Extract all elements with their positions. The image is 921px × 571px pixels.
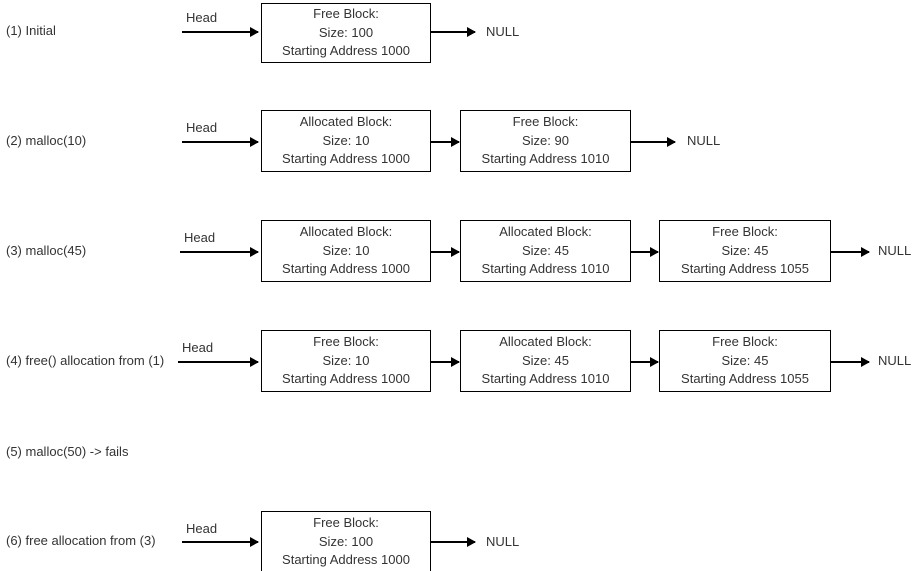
- block-size: Size: 90: [522, 132, 569, 148]
- block-type: Free Block:: [313, 515, 379, 531]
- null-arrow-row-2: [631, 141, 675, 143]
- link-arrow-row-4-2: [631, 361, 658, 363]
- block-size: Size: 45: [522, 242, 569, 258]
- block-address: Starting Address 1010: [481, 371, 610, 387]
- block-address: Starting Address 1000: [282, 261, 410, 277]
- head-arrow-row-1: [182, 31, 258, 33]
- block-type: Allocated Block:: [499, 334, 592, 350]
- block-type: Free Block:: [512, 114, 579, 130]
- null-label-row-6: NULL: [486, 534, 520, 549]
- null-arrow-row-1: [431, 31, 475, 33]
- null-label-row-3: NULL: [878, 243, 912, 258]
- block-size: Size: 100: [318, 533, 374, 549]
- memory-block-1-1: Free Block: Size: 100 Starting Address 1…: [261, 3, 431, 63]
- null-label-row-4: NULL: [878, 353, 912, 368]
- row-label-4: (4) free() allocation from (1): [6, 353, 165, 368]
- null-label-row-2: NULL: [687, 133, 721, 148]
- memory-block-2-2: Free Block: Size: 90 Starting Address 10…: [460, 110, 631, 172]
- block-size: Size: 10: [322, 132, 370, 148]
- block-type: Allocated Block:: [299, 114, 393, 130]
- block-type: Free Block:: [313, 6, 379, 22]
- row-label-6: (6) free allocation from (3): [6, 533, 156, 548]
- null-label-row-1: NULL: [486, 24, 520, 39]
- head-label-row-6: Head: [186, 521, 218, 536]
- block-size: Size: 100: [318, 24, 374, 40]
- block-size: Size: 45: [522, 352, 569, 368]
- block-type: Free Block:: [712, 224, 778, 240]
- memory-block-3-2: Allocated Block: Size: 45 Starting Addre…: [460, 220, 631, 282]
- head-arrow-row-4: [178, 361, 258, 363]
- null-arrow-row-6: [431, 541, 475, 543]
- block-address: Starting Address 1000: [282, 552, 410, 568]
- block-address: Starting Address 1000: [282, 43, 410, 59]
- null-arrow-row-4: [831, 361, 869, 363]
- head-label-row-4: Head: [182, 340, 214, 355]
- block-type: Free Block:: [712, 334, 778, 350]
- block-type: Allocated Block:: [299, 224, 393, 240]
- block-type: Allocated Block:: [499, 224, 592, 240]
- block-size: Size: 10: [322, 242, 370, 258]
- head-arrow-row-3: [180, 251, 258, 253]
- row-label-2: (2) malloc(10): [6, 133, 87, 148]
- head-arrow-row-2: [182, 141, 258, 143]
- head-label-row-3: Head: [184, 230, 216, 245]
- head-arrow-row-6: [182, 541, 258, 543]
- memory-block-6-1: Free Block: Size: 100 Starting Address 1…: [261, 511, 431, 571]
- memory-block-2-1: Allocated Block: Size: 10 Starting Addre…: [261, 110, 431, 172]
- block-size: Size: 10: [322, 352, 370, 368]
- block-size: Size: 45: [721, 352, 769, 368]
- link-arrow-row-4-1: [431, 361, 459, 363]
- block-address: Starting Address 1000: [282, 151, 410, 167]
- head-label-row-2: Head: [186, 120, 218, 135]
- row-label-5: (5) malloc(50) -> fails: [6, 444, 129, 459]
- block-address: Starting Address 1055: [681, 371, 809, 387]
- link-arrow-row-3-2: [631, 251, 658, 253]
- block-size: Size: 45: [721, 242, 769, 258]
- row-label-1: (1) Initial: [6, 23, 56, 38]
- row-label-3: (3) malloc(45): [6, 243, 87, 258]
- memory-block-4-2: Allocated Block: Size: 45 Starting Addre…: [460, 330, 631, 392]
- link-arrow-row-2-1: [431, 141, 459, 143]
- block-address: Starting Address 1055: [681, 261, 809, 277]
- memory-block-4-3: Free Block: Size: 45 Starting Address 10…: [659, 330, 831, 392]
- memory-block-3-3: Free Block: Size: 45 Starting Address 10…: [659, 220, 831, 282]
- block-address: Starting Address 1010: [481, 261, 610, 277]
- memory-block-3-1: Allocated Block: Size: 10 Starting Addre…: [261, 220, 431, 282]
- block-address: Starting Address 1000: [282, 371, 410, 387]
- block-address: Starting Address 1010: [481, 151, 610, 167]
- head-label-row-1: Head: [186, 10, 218, 25]
- memory-block-4-1: Free Block: Size: 10 Starting Address 10…: [261, 330, 431, 392]
- block-type: Free Block:: [313, 334, 379, 350]
- null-arrow-row-3: [831, 251, 869, 253]
- link-arrow-row-3-1: [431, 251, 459, 253]
